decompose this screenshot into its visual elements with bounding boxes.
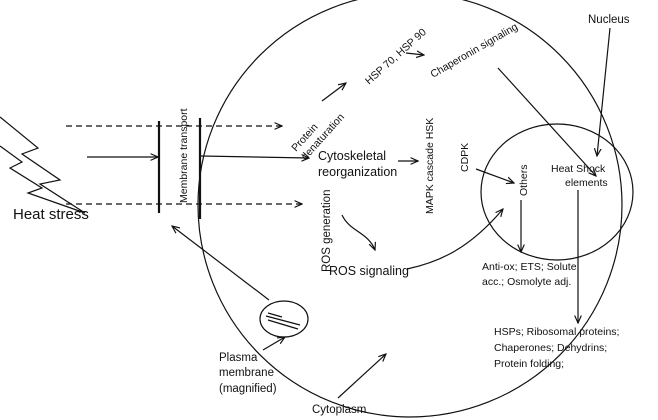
cytoplasm-label: Cytoplasm — [312, 404, 366, 416]
heat-stress-label: Heat stress — [13, 206, 89, 223]
nucleus-label: Nucleus — [588, 14, 630, 26]
others-label: Others — [518, 164, 530, 196]
cell-boundary — [197, 0, 623, 418]
ros-generation-label: ROS generation — [321, 190, 333, 272]
nucleus — [480, 123, 634, 261]
hsps-label: HSPs; Ribosomal proteins; Chaperones; De… — [494, 326, 622, 370]
ros-signaling-label: ROS signaling — [329, 264, 409, 278]
plasma-membrane-label: Plasma membrane (magnified) — [219, 352, 277, 395]
mapk-label: MAPK cascade HSK — [424, 118, 436, 214]
cdpk-label: CDPK — [459, 143, 471, 172]
heat-shock-label: Heat Shock elements — [551, 163, 608, 189]
chaperonin-label: Chaperonin signaling — [429, 21, 521, 81]
antiox-label: Anti-ox; ETS; Solute acc.; Osmolyte adj. — [482, 261, 579, 288]
hsp-label: HSP 70, HSP 90 — [363, 26, 429, 87]
plasma-membrane-magnified — [259, 300, 309, 338]
cytoskeletal-label: Cytoskeletal reorganization — [318, 149, 397, 179]
lightning-bolt-icon — [0, 116, 86, 214]
membrane-transport-label: Membrane transport — [178, 108, 190, 203]
